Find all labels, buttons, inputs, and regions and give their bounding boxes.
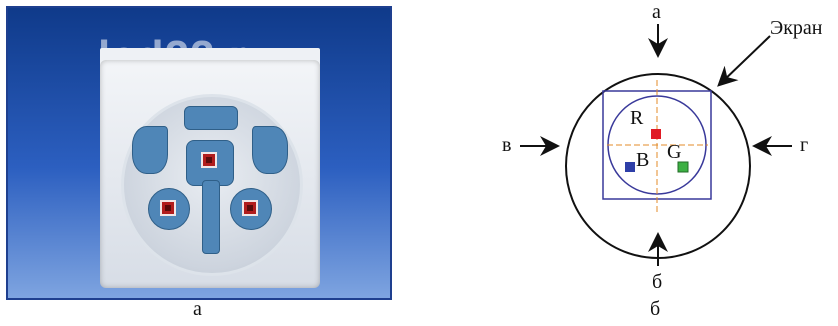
pad-top bbox=[184, 106, 238, 130]
led-diagram: R B G а б в г Экран bbox=[502, 1, 823, 293]
pad-stem bbox=[202, 180, 220, 254]
chip-bottom-right bbox=[242, 200, 258, 216]
chip-g-label: G bbox=[667, 141, 681, 163]
view-label-right: г bbox=[800, 134, 808, 156]
view-label-top: а bbox=[652, 1, 661, 23]
caption-a: а bbox=[193, 298, 202, 320]
pad-left bbox=[132, 126, 168, 174]
arrow-screen bbox=[717, 35, 771, 87]
view-label-bottom: б bbox=[652, 271, 662, 293]
pad-bottom-left bbox=[148, 188, 190, 230]
screen-label: Экран bbox=[770, 17, 823, 39]
chip-r-label: R bbox=[630, 107, 644, 129]
chip-b bbox=[625, 162, 635, 172]
view-label-left: в bbox=[502, 134, 511, 156]
pad-right bbox=[252, 126, 288, 174]
screen-circle bbox=[565, 73, 751, 259]
caption-b: б bbox=[650, 298, 661, 320]
chip-g bbox=[677, 161, 689, 173]
chip-center bbox=[201, 152, 217, 168]
chip-b-label: B bbox=[636, 149, 649, 171]
chip-r bbox=[651, 129, 661, 139]
chip-bottom-left bbox=[160, 200, 176, 216]
led-photo: led22.ru bbox=[6, 6, 392, 300]
